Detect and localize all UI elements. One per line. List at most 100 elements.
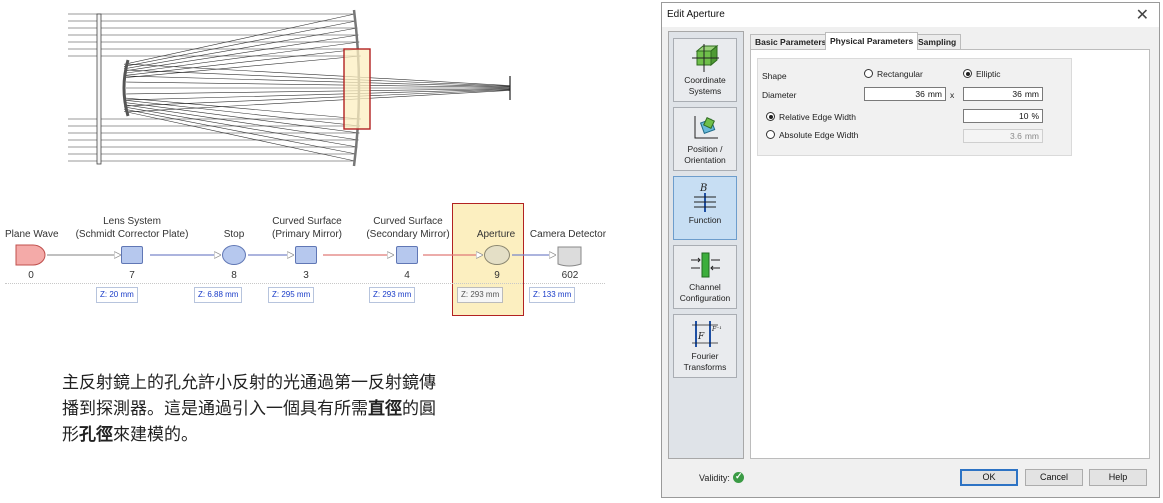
ray-line (123, 104, 359, 141)
node-number: 8 (231, 270, 237, 281)
dialog-titlebar: Edit Aperture ✕ (662, 3, 1159, 27)
absolute-edge-width-value: 3.6 (1010, 131, 1022, 141)
dialog-footer: Validity: OK Cancel Help (662, 461, 1159, 497)
diameter-x-unit: mm (927, 89, 942, 99)
category-sidebar: Coordinate Systems Position / Orientatio… (668, 31, 744, 459)
edit-aperture-dialog: Edit Aperture ✕ Coordinate Systems Posit… (661, 2, 1160, 498)
rectangular-label: Rectangular (877, 69, 923, 79)
ok-button[interactable]: OK (960, 469, 1018, 486)
ray-line (125, 69, 511, 87)
ray-line (125, 75, 511, 88)
aperture-node[interactable] (484, 245, 510, 265)
svg-text:F⁻¹: F⁻¹ (711, 326, 722, 333)
sidebar-item-label: Channel (689, 282, 721, 292)
elliptic-radio[interactable] (963, 69, 972, 78)
relative-edge-width-radio[interactable] (766, 112, 775, 121)
node-number: 4 (404, 270, 410, 281)
ray-line (125, 89, 511, 107)
sidebar-item-channel-configuration[interactable]: Channel Configuration (673, 245, 737, 309)
tab-physical-parameters[interactable]: Physical Parameters (825, 32, 919, 50)
sidebar-item-position-orientation[interactable]: Position / Orientation (673, 107, 737, 171)
diameter-y-unit: mm (1024, 89, 1039, 99)
primary-mirror-node[interactable] (295, 246, 317, 264)
plane-wave-node[interactable] (15, 244, 47, 266)
sidebar-item-label: Transforms (683, 362, 727, 372)
secondary-mirror-node[interactable] (396, 246, 418, 264)
dialog-title: Edit Aperture (667, 9, 725, 20)
camera-detector-node[interactable] (557, 245, 583, 267)
z-position-tag[interactable]: Z: 20 mm (96, 287, 138, 303)
node-number: 7 (129, 270, 135, 281)
ray-line (123, 97, 361, 120)
tab-basic-parameters[interactable]: Basic Parameters (750, 34, 832, 49)
help-button[interactable]: Help (1089, 469, 1147, 486)
ray-line (125, 88, 511, 101)
relative-edge-width-input[interactable]: 10% (963, 109, 1043, 123)
rectangular-radio[interactable] (864, 69, 873, 78)
ray-line (125, 90, 511, 113)
secondary-mirror (122, 59, 130, 117)
z-position-tag[interactable]: Z: 295 mm (268, 287, 315, 303)
description-text: 主反射鏡上的孔允許小反射的光通過第一反射鏡傳 播到探測器。這是通過引入一個具有所… (62, 373, 436, 445)
times-sign: x (950, 90, 955, 100)
valid-check-icon (733, 471, 744, 483)
sidebar-item-coordinate-systems[interactable]: Coordinate Systems (673, 38, 737, 102)
node-title-plane-wave: Plane Wave (5, 229, 59, 240)
node-number: 9 (494, 270, 500, 281)
stop-node[interactable] (222, 245, 246, 265)
node-number: 3 (303, 270, 309, 281)
ray-line (123, 20, 357, 67)
tab-sampling[interactable]: Sampling (913, 34, 962, 49)
node-title-aperture: Aperture (476, 229, 516, 240)
fourier-transforms-icon: F F⁻¹ (692, 321, 722, 347)
sidebar-item-label: Position / (687, 144, 723, 154)
flow-dotted-line (5, 283, 605, 284)
node-number: 0 (28, 270, 34, 281)
lens-system-node[interactable] (121, 246, 143, 264)
sidebar-item-label: Orientation (684, 155, 726, 165)
validity-label: Validity: (699, 473, 730, 483)
position-orientation-icon (694, 116, 718, 139)
sidebar-item-function[interactable]: B Function (673, 176, 737, 240)
z-position-tag[interactable]: Z: 293 mm (457, 287, 504, 303)
diameter-x-value: 36 (915, 89, 925, 99)
ray-trace-diagram (68, 9, 511, 167)
sidebar-item-label: Configuration (679, 293, 731, 303)
sidebar-item-fourier-transforms[interactable]: F F⁻¹ Fourier Transforms (673, 314, 737, 378)
absolute-edge-width-unit: mm (1024, 131, 1039, 141)
node-number: 602 (561, 270, 579, 281)
node-title-camera-detector: Camera Detector (529, 229, 607, 240)
absolute-edge-width-radio[interactable] (766, 130, 775, 139)
sidebar-item-label: Coordinate (684, 75, 726, 85)
node-title-primary-mirror: Curved Surface(Primary Mirror) (272, 216, 342, 240)
ray-line (125, 63, 511, 86)
ray-line (123, 111, 356, 162)
corrector-plate (96, 13, 102, 165)
z-position-tag[interactable]: Z: 6.88 mm (194, 287, 243, 303)
diameter-y-value: 36 (1012, 89, 1022, 99)
relative-edge-width-value: 10 (1018, 111, 1029, 121)
ray-line (125, 88, 511, 95)
node-title-stop: Stop (223, 229, 245, 240)
sidebar-item-label: Systems (688, 86, 722, 96)
close-icon[interactable]: ✕ (1135, 7, 1149, 24)
function-icon: B (694, 183, 716, 212)
flow-connections (47, 240, 640, 270)
channel-configuration-icon (691, 252, 720, 278)
sidebar-item-label: Function (688, 215, 722, 225)
ray-line (123, 13, 355, 65)
z-position-tag[interactable]: Z: 133 mm (529, 287, 576, 303)
ray-line (123, 102, 360, 134)
ray-line (125, 81, 511, 88)
ray-line (123, 55, 361, 79)
z-position-tag[interactable]: Z: 293 mm (369, 287, 416, 303)
cancel-button[interactable]: Cancel (1025, 469, 1083, 486)
relative-edge-width-unit: % (1031, 111, 1039, 121)
ray-line (123, 48, 361, 76)
node-title-secondary-mirror: Curved Surface(Secondary Mirror) (366, 216, 450, 240)
coordinate-systems-icon (692, 44, 719, 72)
